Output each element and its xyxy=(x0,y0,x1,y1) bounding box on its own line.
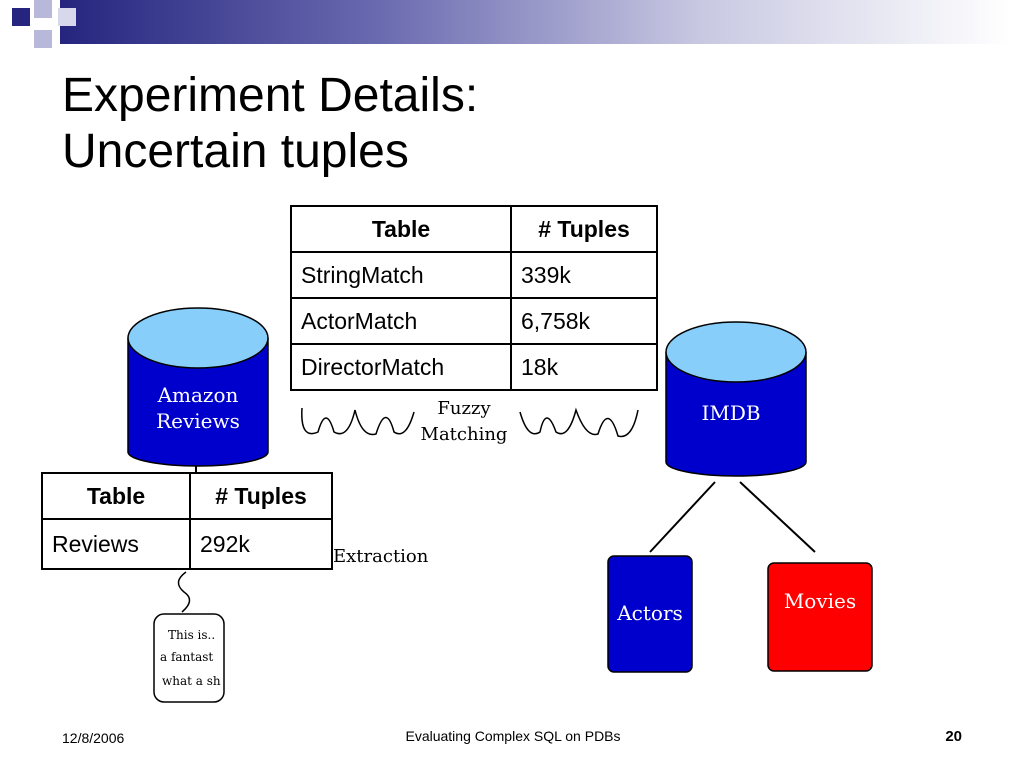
slide-title: Experiment Details: Uncertain tuples xyxy=(62,68,762,180)
fuzzy-label-line1: Fuzzy xyxy=(437,398,491,419)
imdb-actors-link xyxy=(649,481,716,553)
corner-square-1 xyxy=(12,8,30,26)
table-row: Reviews 292k xyxy=(41,518,333,570)
corner-square-3 xyxy=(34,30,52,48)
extraction-label: Extraction xyxy=(333,546,429,567)
table-row: DirectorMatch 18k xyxy=(290,343,658,391)
imdb-movies-link xyxy=(739,481,816,553)
actors-label: Actors xyxy=(616,601,683,625)
note-line-2: a fantast xyxy=(160,650,214,664)
imdb-label: IMDB xyxy=(701,401,760,425)
title-bar-gradient xyxy=(0,0,1024,44)
imdb-db: IMDB xyxy=(665,321,807,477)
column-header: # Tuples xyxy=(189,472,333,520)
slide-title-line2: Uncertain tuples xyxy=(62,125,409,178)
table-cell: 292k xyxy=(189,518,333,570)
table-cell: 6,758k xyxy=(510,297,658,345)
table-row: ActorMatch 6,758k xyxy=(290,297,658,345)
uncertain-tuples-table: Table # Tuples StringMatch 339k ActorMat… xyxy=(290,205,658,391)
footer-date: 12/8/2006 xyxy=(62,730,125,746)
movies-label: Movies xyxy=(784,589,856,613)
table-cell: StringMatch xyxy=(290,251,512,299)
table-row: StringMatch 339k xyxy=(290,251,658,299)
table-cell: 339k xyxy=(510,251,658,299)
reviews-table: Table # Tuples Reviews 292k xyxy=(41,472,333,570)
fuzzy-cloud xyxy=(301,407,639,438)
fuzzy-label-line2: Matching xyxy=(421,424,508,445)
table-header-row: Table # Tuples xyxy=(41,472,333,520)
table-header-row: Table # Tuples xyxy=(290,205,658,253)
review-note-box xyxy=(153,613,225,703)
column-header: # Tuples xyxy=(510,205,658,253)
table-cell: 18k xyxy=(510,343,658,391)
table-cell: DirectorMatch xyxy=(290,343,512,391)
corner-square-2 xyxy=(34,0,52,18)
note-squiggle xyxy=(177,571,191,613)
footer-title: Evaluating Complex SQL on PDBs xyxy=(405,728,621,744)
table-cell: ActorMatch xyxy=(290,297,512,345)
amazon-label-line1: Amazon xyxy=(157,383,239,407)
corner-square-4 xyxy=(58,8,76,26)
amazon-reviews-db: Amazon Reviews xyxy=(127,307,269,467)
amazon-label-line2: Reviews xyxy=(156,409,240,433)
actors-box: Actors xyxy=(607,555,693,673)
column-header: Table xyxy=(290,205,512,253)
note-line-3: what a sh xyxy=(162,674,221,688)
slide-title-line1: Experiment Details: xyxy=(62,69,479,122)
slide-number: 20 xyxy=(945,728,962,745)
note-line-1: This is.. xyxy=(168,628,216,642)
column-header: Table xyxy=(41,472,191,520)
movies-box: Movies xyxy=(767,562,873,672)
table-cell: Reviews xyxy=(41,518,191,570)
